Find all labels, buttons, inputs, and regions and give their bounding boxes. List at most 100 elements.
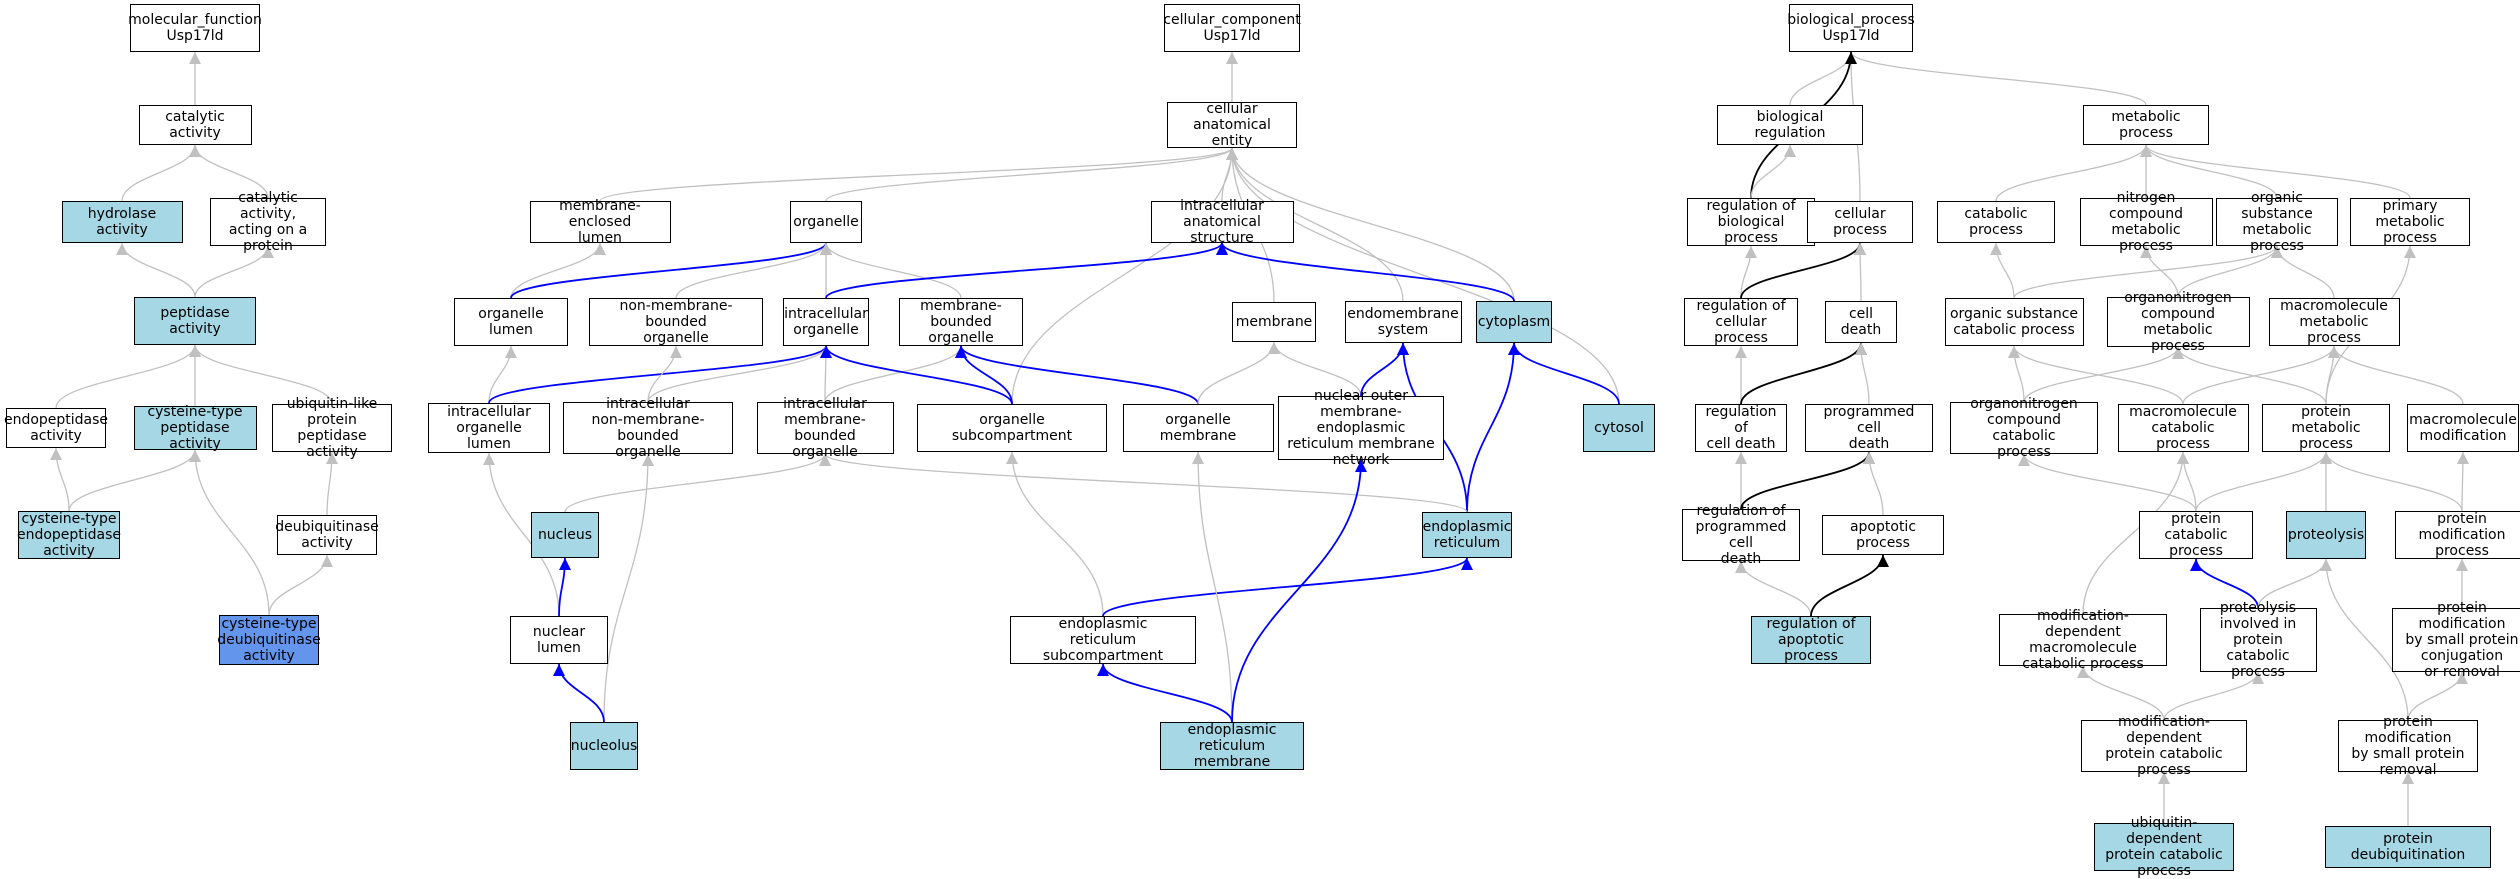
node-nucleolus[interactable]: nucleolus: [570, 722, 638, 770]
edge-is_a-cat_protein-catalytic: [189, 144, 269, 199]
node-proteolysis-cat[interactable]: proteolysis involved in protein cataboli…: [2199, 600, 2317, 680]
edge-is_a-cys_deubiq-cys_peptidase: [189, 449, 270, 616]
edge-is_a-er_membrane-org_membrane: [1192, 451, 1233, 723]
edge-part_of-nuc_lumen-nucleus: [558, 557, 571, 617]
node-cae[interactable]: cellular anatomical entity: [1167, 101, 1297, 149]
edge-is_a-nucleolus-intra_nonmem_org: [603, 453, 654, 723]
node-intra-org[interactable]: intracellular organelle: [783, 298, 869, 346]
node-prot-cat[interactable]: protein catabolic process: [2139, 511, 2253, 559]
edge-is_a-cys_endopeptidase-endopeptidase: [50, 447, 70, 512]
edge-is_a-ubl_peptidase-peptidase: [189, 344, 333, 405]
node-prot-mod-small[interactable]: protein modification by small protein co…: [2392, 600, 2520, 680]
node-primary-met[interactable]: primary metabolic process: [2350, 198, 2470, 246]
node-bp-root[interactable]: biological_process Usp17ld: [1787, 4, 1915, 52]
edge-is_a-prot_cat-orgnitro_cat: [2018, 453, 2197, 512]
node-org-lumen[interactable]: organelle lumen: [454, 298, 568, 346]
node-ubiq-dep[interactable]: ubiquitin-dependent protein catabolic pr…: [2094, 815, 2234, 879]
node-proteolysis[interactable]: proteolysis: [2286, 511, 2366, 559]
node-mod-dep-macro[interactable]: modification-dependent macromolecule cat…: [1999, 608, 2167, 672]
node-nucleus[interactable]: nucleus: [531, 512, 599, 558]
node-endomem[interactable]: endomembrane system: [1344, 301, 1462, 343]
node-prot-met[interactable]: protein metabolic process: [2262, 404, 2390, 452]
node-ubl-peptidase[interactable]: ubiquitin-like protein peptidase activit…: [272, 396, 392, 460]
edge-is_a-macro_cat-macro_met: [2182, 345, 2340, 405]
node-mod-dep-prot[interactable]: modification-dependent protein catabolic…: [2081, 714, 2247, 778]
edge-is_a-intra_nonmem_org-intra_org: [647, 345, 832, 403]
node-er[interactable]: endoplasmic reticulum: [1422, 512, 1512, 558]
edge-regulates-reg_prog_death-prog_death: [1740, 451, 1875, 510]
node-cytoplasm[interactable]: cytoplasm: [1476, 301, 1552, 343]
node-nonmem-org[interactable]: non-membrane-bounded organelle: [589, 298, 763, 346]
edge-is_a-orgnitro_cat-orgnitro_met: [2023, 346, 2184, 403]
node-cys-endopeptidase[interactable]: cysteine-type endopeptidase activity: [16, 511, 122, 559]
edge-is_a-peptidase-hydrolase: [116, 242, 196, 298]
node-organelle[interactable]: organelle: [790, 201, 862, 243]
node-cell-death[interactable]: cell death: [1825, 301, 1897, 343]
node-reg-cell[interactable]: regulation of cellular process: [1684, 298, 1798, 346]
node-reg-apop[interactable]: regulation of apoptotic process: [1751, 616, 1871, 664]
edge-is_a-endomem-cae: [1226, 147, 1404, 302]
node-apoptotic[interactable]: apoptotic process: [1822, 515, 1944, 555]
node-orgnitro-met[interactable]: organonitrogen compound metabolic proces…: [2106, 290, 2250, 354]
edge-is_a-org_subcomp-cae: [1011, 147, 1238, 405]
node-reg-bio[interactable]: regulation of biological process: [1687, 198, 1815, 246]
node-er-subcomp[interactable]: endoplasmic reticulum subcompartment: [1010, 616, 1196, 664]
node-membrane[interactable]: membrane: [1232, 302, 1316, 342]
edge-is_a-intra_mem_org-intra_org: [819, 345, 832, 403]
edge-is_a-intra_nonmem_org-nonmem_org: [647, 345, 682, 403]
edge-part_of-cytoplasm-intra_anat: [1216, 242, 1515, 302]
edge-is_a-nuc_lumen-intra_org_lumen: [483, 452, 560, 617]
node-cytosol[interactable]: cytosol: [1583, 404, 1655, 452]
edge-is_a-mem_org-organelle: [820, 242, 962, 299]
node-nitro-met[interactable]: nitrogen compound metabolic process: [2079, 190, 2213, 254]
node-reg-prog-death[interactable]: regulation of programmed cell death: [1682, 503, 1800, 567]
node-bio-reg[interactable]: biological regulation: [1717, 105, 1863, 145]
edge-is_a-orgnitro_met-nitro_met: [2140, 245, 2179, 298]
node-cell-proc[interactable]: cellular process: [1807, 201, 1913, 243]
node-nuc-outer[interactable]: nuclear outer membrane-endoplasmic retic…: [1278, 388, 1444, 468]
node-intra-org-lumen[interactable]: intracellular organelle lumen: [428, 403, 550, 453]
node-prot-mod[interactable]: protein modification process: [2395, 511, 2520, 559]
node-org-membrane[interactable]: organelle membrane: [1122, 404, 1274, 452]
node-macro-cat[interactable]: macromolecule catabolic process: [2117, 404, 2249, 452]
node-nuc-lumen[interactable]: nuclear lumen: [510, 616, 608, 664]
node-cys-deubiq[interactable]: cysteine-type deubiquitinase activity: [217, 615, 321, 665]
edge-is_a-peptidase-cat_protein: [194, 245, 274, 298]
node-intra-anat[interactable]: intracellular anatomical structure: [1150, 198, 1294, 246]
node-intra-nonmem-org[interactable]: intracellular non-membrane-bounded organ…: [563, 396, 733, 460]
node-macro-mod[interactable]: macromolecule modification: [2407, 404, 2519, 452]
node-mf-root[interactable]: molecular_function Usp17ld: [128, 4, 262, 52]
edge-regulates-reg_cell-cell_proc: [1740, 242, 1866, 299]
edge-is_a-org_membrane-membrane: [1197, 341, 1280, 405]
node-cys-peptidase[interactable]: cysteine-type peptidase activity: [133, 404, 257, 452]
node-macro-met[interactable]: macromolecule metabolic process: [2268, 298, 2400, 346]
node-intra-mem-org[interactable]: intracellular membrane-bounded organelle: [756, 396, 894, 460]
node-cc-root[interactable]: cellular_component Usp17ld: [1163, 4, 1301, 52]
edge-is_a-mod_dep_prot-proteolysis_cat: [2163, 671, 2264, 721]
node-deubiq[interactable]: deubiquitinase activity: [275, 515, 379, 555]
node-org-sub-cat[interactable]: organic substance catabolic process: [1944, 298, 2084, 346]
edge-part_of-org_lumen-organelle: [510, 242, 832, 299]
node-peptidase[interactable]: peptidase activity: [134, 297, 256, 345]
edge-is_a-deubiq-ubl_peptidase: [325, 451, 338, 516]
node-er-membrane[interactable]: endoplasmic reticulum membrane: [1160, 722, 1304, 770]
node-catalytic[interactable]: catalytic activity: [138, 105, 252, 145]
edge-is_a-prot_cat-prot_met: [2195, 451, 2332, 512]
node-prot-mod-removal[interactable]: protein modification by small protein re…: [2338, 714, 2478, 778]
node-metabolic[interactable]: metabolic process: [2083, 105, 2209, 145]
node-cat-protein[interactable]: catalytic activity, acting on a protein: [210, 190, 326, 254]
edge-regulates-reg_cell_death-cell_death: [1740, 342, 1867, 405]
node-hydrolase[interactable]: hydrolase activity: [61, 201, 183, 243]
node-org-sub-met[interactable]: organic substance metabolic process: [2216, 190, 2338, 254]
node-org-subcomp[interactable]: organelle subcompartment: [917, 404, 1107, 452]
node-deubiquitination[interactable]: protein deubiquitination: [2325, 826, 2491, 868]
node-endopeptidase[interactable]: endopeptidase activity: [4, 408, 108, 448]
node-prog-death[interactable]: programmed cell death: [1805, 404, 1933, 452]
node-mem-encl-lumen[interactable]: membrane-enclosed lumen: [529, 198, 671, 246]
node-reg-cell-death[interactable]: regulation of cell death: [1695, 404, 1787, 452]
edge-is_a-intra_org_lumen-org_lumen: [488, 345, 517, 404]
node-catabolic[interactable]: catabolic process: [1937, 201, 2055, 243]
edge-part_of-er-cytoplasm: [1466, 342, 1520, 513]
node-mem-org[interactable]: membrane-bounded organelle: [899, 298, 1023, 346]
node-orgnitro-cat[interactable]: organonitrogen compound catabolic proces…: [1950, 396, 2098, 460]
